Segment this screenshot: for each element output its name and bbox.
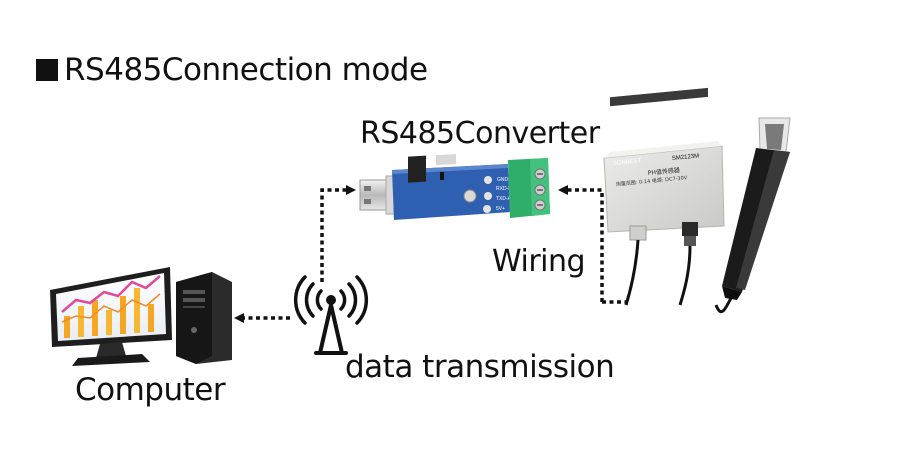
sensor-name: PH值传感器 — [647, 166, 680, 177]
page-heading: RS485Connection mode — [36, 52, 428, 88]
antenna-icon — [293, 275, 369, 355]
sensor-brand: SONBEST — [613, 158, 642, 167]
connector-sensor-to-converter — [558, 185, 604, 302]
computer-label: Computer — [75, 372, 226, 408]
black-square-icon — [36, 59, 58, 81]
computer-icon — [50, 267, 232, 366]
data-transmission-label: data transmission — [345, 349, 615, 385]
sensor-model: SM2123M — [672, 153, 700, 162]
converter-label: RS485Converter — [360, 116, 600, 151]
terminal-label-5v: 5V+ — [496, 206, 505, 212]
probe-icon — [714, 117, 791, 314]
wiring-label: Wiring — [492, 244, 586, 279]
heading-text: RS485Connection mode — [64, 52, 428, 88]
terminal-label-gnd: GND — [497, 177, 509, 183]
sensor-icon: SONBEST SM2123M PH值传感器 测量范围: 0-14 电源: DC… — [603, 87, 725, 306]
connector-lines — [234, 185, 626, 323]
terminal-label-rxd: RXD-B- — [496, 186, 514, 192]
terminal-label-txd: TXD-A+ — [496, 196, 514, 202]
converter-icon: GND RXD-B- TXD-A+ 5V+ — [359, 154, 550, 220]
connector-antenna-to-converter — [320, 185, 356, 282]
